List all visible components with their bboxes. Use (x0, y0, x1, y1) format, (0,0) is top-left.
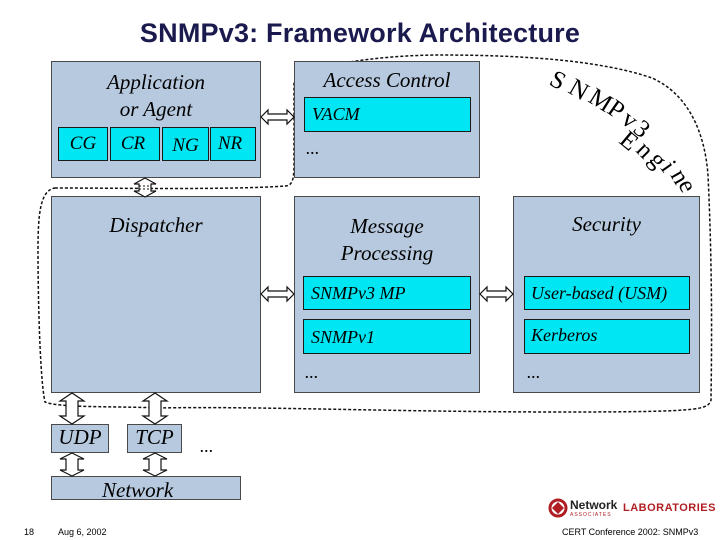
kerberos-label: Kerberos (531, 325, 598, 345)
access-control-more: ... (306, 138, 320, 158)
footer-conference: CERT Conference 2002: SNMPv3 (562, 527, 699, 537)
security-more: ... (527, 362, 541, 382)
usm-label: User-based (USM) (531, 283, 668, 303)
tcp-label: TCP (135, 425, 174, 449)
app-dispatcher-arrow (133, 177, 157, 198)
application-label-line2: or Agent (119, 97, 193, 121)
snmpv1-module (303, 319, 471, 354)
network-associates-logo-icon (548, 498, 568, 518)
dispatcher-box (51, 196, 261, 393)
message-processing-label-line2: Processing (340, 241, 434, 265)
nr-label: NR (217, 133, 243, 154)
dispatcher-dashed-lines (139, 185, 151, 190)
udp-network-arrow (59, 452, 85, 477)
mp-security-arrow (479, 285, 514, 303)
footer-date: Aug 6, 2002 (58, 527, 107, 537)
vacm-label: VACM (312, 104, 360, 124)
snmpv3-mp-module (303, 276, 471, 310)
dispatcher-label: Dispatcher (109, 213, 203, 237)
cr-label: CR (120, 133, 146, 154)
vacm-module (304, 97, 471, 132)
udp-label: UDP (58, 425, 102, 449)
message-processing-label-line1: Message (350, 214, 424, 238)
snmpv1-label: SNMPv1 (311, 327, 375, 347)
tcp-network-arrow (142, 452, 168, 477)
app-access-control-arrow (260, 108, 295, 126)
ng-label: NG (172, 135, 199, 156)
cg-module (58, 127, 108, 161)
cg-label: CG (69, 133, 97, 154)
message-processing-more: ... (305, 362, 319, 382)
udp-box (51, 424, 109, 453)
snmpv3-mp-label: SNMPv3 MP (311, 283, 406, 303)
ng-module (162, 127, 209, 161)
transport-more: ... (200, 436, 214, 456)
kerberos-module (524, 319, 690, 354)
application-label-line1: Application (107, 70, 205, 94)
dispatcher-tcp-arrow (141, 392, 169, 425)
tcp-box (127, 424, 182, 453)
logo-name: Network (570, 498, 618, 512)
network-box (51, 476, 241, 500)
usm-module (524, 276, 690, 310)
logo-sub: ASSOCIATES (570, 512, 612, 518)
logo-labs: LABORATORIES (623, 502, 716, 514)
nr-module (210, 127, 256, 161)
security-label: Security (572, 212, 641, 236)
page-number: 18 (24, 527, 35, 537)
network-label: Network (102, 478, 174, 502)
cr-module (110, 127, 160, 161)
dispatcher-mp-arrow (260, 285, 295, 303)
dispatcher-udp-arrow (58, 392, 86, 425)
access-control-label: Access Control (323, 68, 451, 92)
slide-title: SNMPv3: Framework Architecture (139, 18, 581, 48)
